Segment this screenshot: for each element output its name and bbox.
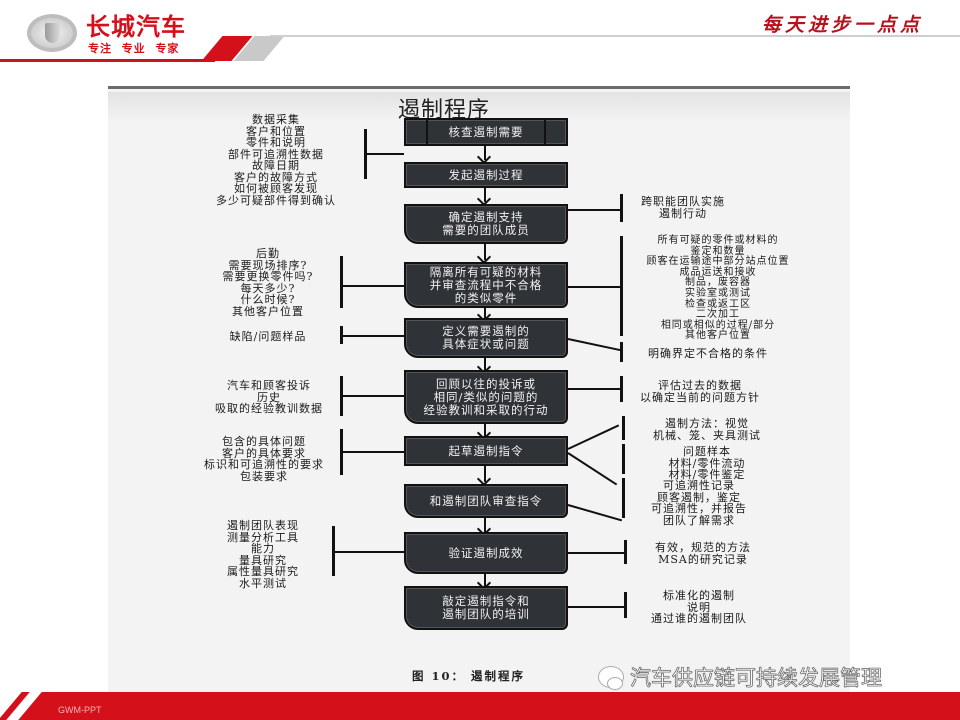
note-connector xyxy=(568,209,620,211)
right-note-nonconformance: 明确界定不合格的条件 xyxy=(648,347,768,360)
flow-step-label: 验证遏制成效 xyxy=(448,545,524,560)
footer-label: GWM-PPT xyxy=(58,705,102,715)
flow-step-label: 核查遏制需要 xyxy=(448,124,524,139)
watermark-text: 汽车供应链可持续发展管理 xyxy=(630,666,883,691)
header-red-divider xyxy=(0,59,215,62)
right-note-cross-functional: 跨职能团队实施遏制行动 xyxy=(641,195,725,220)
flow-step-label: 和遏制团队审查指令 xyxy=(429,493,543,508)
flow-step-9: 验证遏制成效 xyxy=(404,532,568,574)
flow-step-4: 隔离所有可疑的材料并审查流程中不合格的类似零件 xyxy=(404,262,568,308)
flow-arrow xyxy=(484,244,486,260)
flow-step-label: 需要的团队成员 xyxy=(442,223,530,237)
box-divider xyxy=(544,120,546,144)
note-connector xyxy=(340,285,404,287)
note-bracket xyxy=(620,342,623,362)
flow-step-6: 回顾以往的投诉或相同/类似的问题的经验教训和采取的行动 xyxy=(404,370,568,424)
left-note-data-collection: 数据采集客户和位置零件和说明部件可追溯性数据故障日期客户的故障方式如何被顾客发现… xyxy=(216,113,336,207)
flow-arrow xyxy=(484,574,486,586)
note-bracket xyxy=(340,256,343,308)
flow-arrow xyxy=(484,466,486,482)
right-note-evaluate-data: 评估过去的数据以确定当前的问题方针 xyxy=(640,379,760,404)
note-connector xyxy=(332,551,404,553)
gwm-logo-icon xyxy=(27,14,77,52)
box-divider xyxy=(426,120,428,144)
note-bracket xyxy=(622,444,625,474)
flow-step-7: 起草遏制指令 xyxy=(404,436,568,466)
flow-step-label: 发起遏制过程 xyxy=(448,167,524,182)
flow-arrow xyxy=(484,308,486,318)
motto: 每天进步一点点 xyxy=(762,14,924,36)
flow-step-5: 定义需要遏制的具体症状或问题 xyxy=(404,318,568,358)
note-connector xyxy=(568,388,620,390)
flow-arrow xyxy=(484,424,486,436)
flow-arrow xyxy=(484,518,486,532)
left-note-defect-sample: 缺陷/问题样品 xyxy=(229,330,307,343)
flow-step-10: 敲定遏制指令和遏制团队的培训 xyxy=(404,586,568,630)
note-bracket xyxy=(624,592,627,618)
flow-step-2: 发起遏制过程 xyxy=(404,162,568,188)
flow-step-label: 定义需要遏制的 xyxy=(442,324,530,338)
flow-step-label: 相同/类似的问题的 xyxy=(433,389,539,404)
flow-step-label: 的类似零件 xyxy=(454,290,518,305)
scanned-flowchart: 遏制程序 核查遏制需要 发起遏制过程 确定遏制支持需要的团队成员 隔离所有可疑的… xyxy=(108,86,850,696)
right-note-problem-sample: 问题样本材料/零件流动材料/零件鉴定 xyxy=(668,445,746,481)
flow-step-label: 遏制团队的培训 xyxy=(442,607,530,621)
flow-step-label: 确定遏制支持 xyxy=(448,210,524,224)
right-note-suspect-parts: 所有可疑的零件或材料的鉴定和数量顾客在运输途中部分站点位置成品运送和接收制品，废… xyxy=(646,235,790,342)
note-connector xyxy=(568,552,624,554)
scan-top-border xyxy=(108,86,850,89)
brand-slogan: 专注 专业 专家 xyxy=(88,42,180,55)
note-bracket xyxy=(622,416,625,440)
note-connector xyxy=(567,504,623,522)
scan-bleed-through xyxy=(108,92,850,122)
figure-caption: 图 10： 遏制程序 xyxy=(412,669,526,683)
note-bracket xyxy=(620,376,623,402)
flow-step-label: 敲定遏制指令和 xyxy=(442,594,530,608)
left-note-team-performance: 遏制团队表现测量分析工具能力量具研究属性量具研究水平测试 xyxy=(227,519,299,590)
flow-step-label: 起草遏制指令 xyxy=(448,443,524,458)
note-connector xyxy=(568,286,620,288)
note-connector xyxy=(567,424,620,450)
watermark: 汽车供应链可持续发展管理 xyxy=(598,662,882,692)
flow-step-1: 核查遏制需要 xyxy=(404,118,568,146)
note-connector xyxy=(340,451,404,453)
shield-icon xyxy=(45,23,60,43)
right-note-standardized: 标准化的遏制说明通过谁的遏制团队 xyxy=(651,589,747,625)
flow-arrow xyxy=(484,146,486,160)
flow-step-3: 确定遏制支持需要的团队成员 xyxy=(404,204,568,244)
note-bracket xyxy=(620,236,623,336)
flow-step-label: 回顾以往的投诉或 xyxy=(436,376,536,391)
note-bracket xyxy=(620,194,623,222)
note-connector xyxy=(567,452,618,486)
flow-step-label: 隔离所有可疑的材料 xyxy=(429,264,543,279)
slide-header: 长城汽车 专注 专业 专家 每天进步一点点 xyxy=(0,0,960,66)
note-connector xyxy=(567,338,623,352)
left-note-complaint-history: 汽车和顾客投诉历史吸取的经验教训数据 xyxy=(215,379,323,415)
note-connector xyxy=(568,606,624,608)
header-grey-divider xyxy=(270,35,960,37)
flow-step-label: 经验教训和采取的行动 xyxy=(423,402,549,417)
right-note-traceability: 可追溯性记录顾客遏制，鉴定可追溯性，并报告团队了解需求 xyxy=(651,479,747,527)
right-note-containment-method: 遏制方法：视觉机械、笼、夹具测试 xyxy=(653,417,761,442)
note-connector xyxy=(340,395,404,397)
note-bracket xyxy=(622,478,625,518)
left-note-logistics: 后勤需要现场排序?需要更换零件吗?每天多少?什么时候?其他客户位置 xyxy=(222,247,314,318)
note-connector xyxy=(340,335,404,337)
note-connector xyxy=(364,153,404,155)
note-bracket xyxy=(624,540,627,564)
slide-footer xyxy=(0,692,960,720)
brand-name: 长城汽车 xyxy=(86,13,186,41)
flow-arrow xyxy=(484,358,486,370)
wechat-icon xyxy=(598,666,624,690)
flow-arrow xyxy=(484,188,486,202)
flow-step-label: 并审查流程中不合格 xyxy=(429,277,543,292)
left-note-requirements: 包含的具体问题客户的具体要求标识和可追溯性的要求包装要求 xyxy=(204,435,324,483)
flow-step-label: 具体症状或问题 xyxy=(442,337,530,351)
flow-step-8: 和遏制团队审查指令 xyxy=(404,484,568,518)
